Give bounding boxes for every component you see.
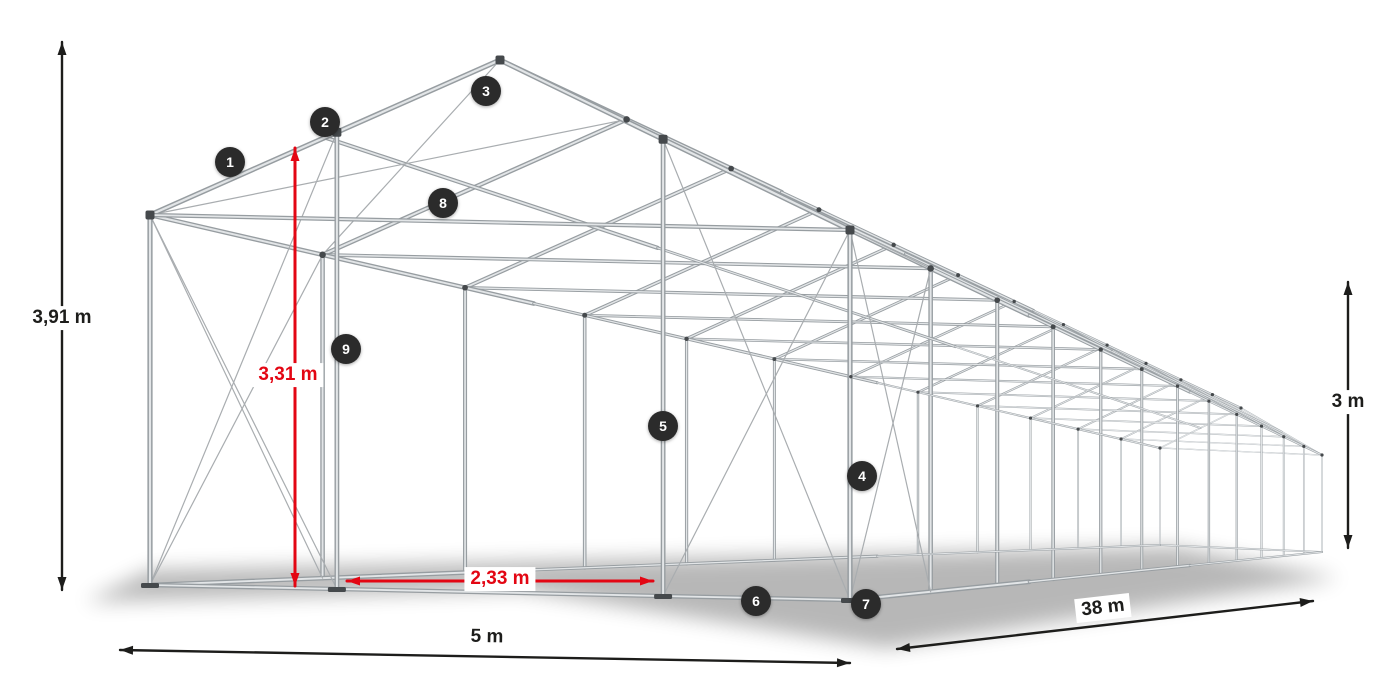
callout-badge-4[interactable]: 4 [847, 461, 877, 491]
callout-badge-7[interactable]: 7 [851, 589, 881, 619]
callout-badge-9[interactable]: 9 [331, 334, 361, 364]
callout-badge-6[interactable]: 6 [741, 586, 771, 616]
callout-badge-8[interactable]: 8 [428, 188, 458, 218]
callout-badge-2[interactable]: 2 [310, 107, 340, 137]
callout-badge-1[interactable]: 1 [215, 147, 245, 177]
callout-badge-3[interactable]: 3 [471, 76, 501, 106]
callout-badge-5[interactable]: 5 [648, 411, 678, 441]
